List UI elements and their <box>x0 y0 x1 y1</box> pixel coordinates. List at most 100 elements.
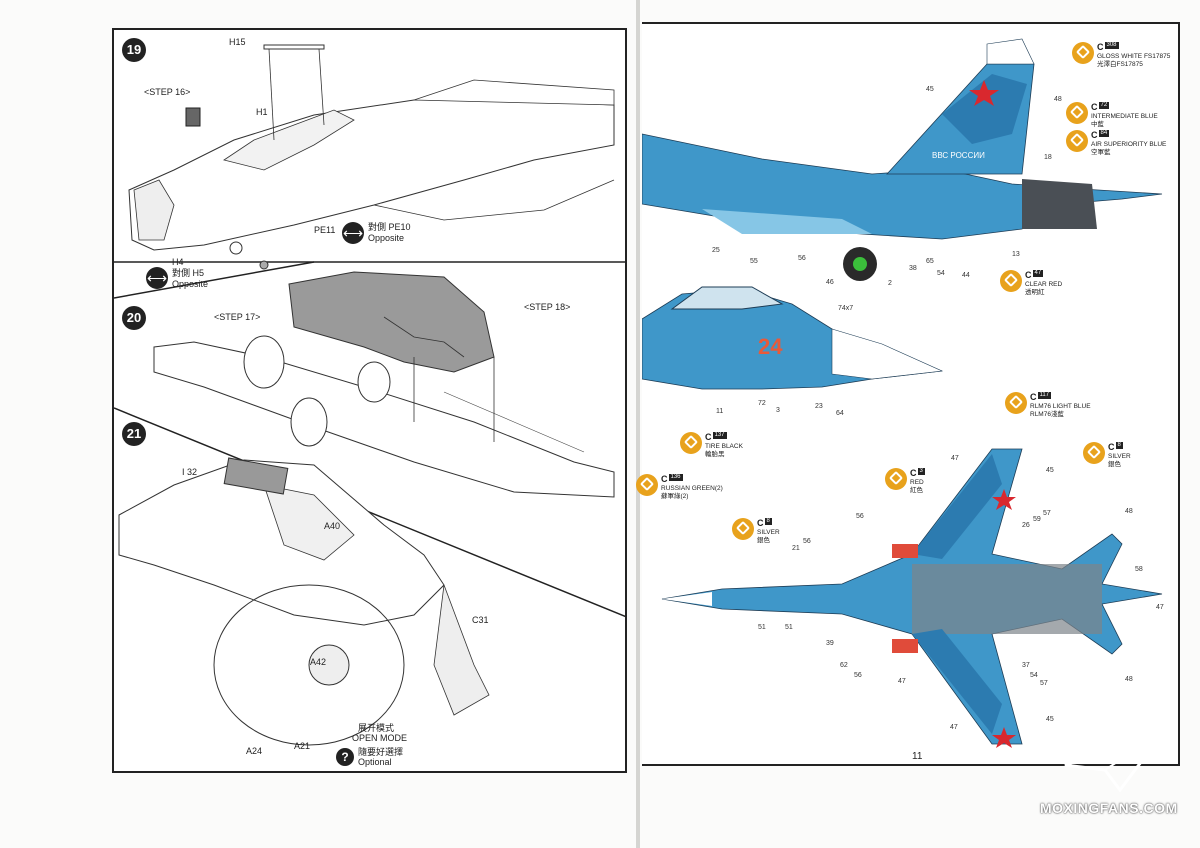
label-opposite-a: Opposite <box>172 279 209 289</box>
callout: 62 <box>840 662 848 669</box>
callout: 3 <box>776 407 780 414</box>
label-h4: H4 <box>172 257 184 267</box>
callout: 44 <box>962 272 970 279</box>
label-pe11: PE11 <box>314 225 336 235</box>
page-number-right: 11 <box>912 751 923 762</box>
paint-brush-icon <box>885 468 907 490</box>
callout: 23 <box>815 403 823 410</box>
label-open-en: OPEN MODE <box>352 733 408 743</box>
callout: 54 <box>1030 672 1038 679</box>
assembly-frame: 19 H15 <STEP 16> H1 H4 ⟷ 對側 H5 Opposite … <box>112 28 627 773</box>
callout: 48 <box>1125 508 1133 515</box>
label-step18: <STEP 18> <box>524 302 571 312</box>
callout: 59 <box>1033 516 1041 523</box>
tail-inscription: ВВС РОССИИ <box>932 151 985 160</box>
callout: 58 <box>1135 566 1143 573</box>
plan-view-aircraft <box>661 448 1163 748</box>
label-step16: <STEP 16> <box>144 87 191 97</box>
label-i32: I 32 <box>182 467 198 477</box>
label-opp-h5: 對側 H5 <box>172 268 205 278</box>
panel-dividers <box>114 261 625 618</box>
label-open-cn: 展开模式 <box>358 723 395 733</box>
callout: 47 <box>1156 604 1164 611</box>
callout: 72 <box>758 400 766 407</box>
step-19-badge: 19 <box>122 38 146 62</box>
label-c31: C31 <box>472 615 489 625</box>
paint-brush-icon <box>680 432 702 454</box>
callout: 2 <box>888 280 892 287</box>
callout: 39 <box>826 640 834 647</box>
label-a24: A24 <box>246 746 263 756</box>
label-optional-en: Optional <box>358 757 392 767</box>
label-opp-pe10: 對側 PE10 <box>368 222 411 232</box>
page-gutter <box>636 0 640 848</box>
callout: 64 <box>836 410 844 417</box>
nose-closeup <box>642 286 944 390</box>
callout: 56 <box>854 672 862 679</box>
step-20-badge: 20 <box>122 306 146 330</box>
callout: 37 <box>1022 662 1030 669</box>
side-view-aircraft <box>642 38 1163 281</box>
callout: 54 <box>937 270 945 277</box>
callout: 45 <box>926 86 934 93</box>
question-icon: ? <box>336 748 354 766</box>
callout: 13 <box>1012 251 1020 258</box>
paint-brush-icon <box>1000 270 1022 292</box>
painting-frame: ВВС РОССИИ 24 11 <box>642 22 1180 766</box>
side-number: 24 <box>758 334 783 359</box>
callout: 47 <box>951 455 959 462</box>
callout: 74x7 <box>838 305 854 312</box>
callout: 38 <box>909 265 917 272</box>
paint-brush-icon <box>1072 42 1094 64</box>
callout: 65 <box>926 258 934 265</box>
label-step17: <STEP 17> <box>214 312 261 322</box>
callout: 57 <box>1040 680 1048 687</box>
label-a21: A21 <box>294 741 311 751</box>
paper-plane-logo-icon <box>1064 726 1170 793</box>
label-h15: H15 <box>229 37 246 47</box>
callout: 25 <box>712 247 720 254</box>
callout: 47 <box>950 724 958 731</box>
callout: 56 <box>803 538 811 545</box>
step19-drawing <box>128 44 615 270</box>
callout: 21 <box>792 545 800 552</box>
paint-brush-icon <box>732 518 754 540</box>
label-a40: A40 <box>324 521 341 531</box>
paint-brush-icon <box>1005 392 1027 414</box>
callout: 51 <box>785 624 793 631</box>
paint-brush-icon <box>1066 102 1088 124</box>
paint-brush-icon <box>1083 442 1105 464</box>
label-h1: H1 <box>256 107 268 117</box>
swap-arrows-icon: ⟷ <box>342 222 364 244</box>
callout: 57 <box>1043 510 1051 517</box>
label-optional-cn: 隨要好選擇 <box>358 747 404 757</box>
paint-brush-icon <box>636 474 658 496</box>
callout: 56 <box>856 513 864 520</box>
callout: 46 <box>826 279 834 286</box>
callout: 55 <box>750 258 758 265</box>
callout: 47 <box>898 678 906 685</box>
label-a42: A42 <box>310 657 327 667</box>
label-opposite-b: Opposite <box>368 233 405 243</box>
callout: 26 <box>1022 522 1030 529</box>
callout: 11 <box>716 408 724 415</box>
watermark-text: MOXINGFANS.COM <box>1040 800 1178 816</box>
callout: 51 <box>758 624 766 631</box>
swap-arrows-icon: ⟷ <box>146 267 168 289</box>
paint-brush-icon <box>1066 130 1088 152</box>
step21-drawing <box>118 457 490 746</box>
callout: 45 <box>1046 467 1054 474</box>
callout: 48 <box>1054 96 1062 103</box>
callout: 48 <box>1125 676 1133 683</box>
callout: 56 <box>798 255 806 262</box>
